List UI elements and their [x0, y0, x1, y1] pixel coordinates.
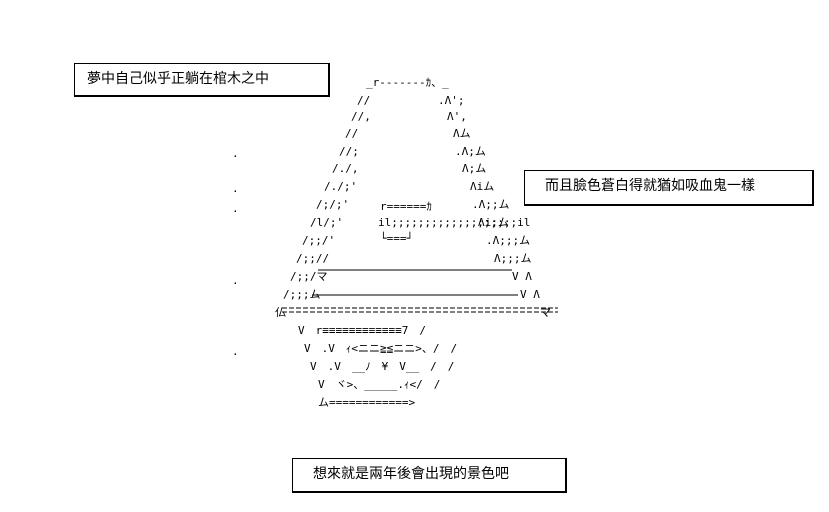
art-left-dot-1: . [232, 182, 239, 195]
art-left-edge: // //, // //; /./, /./;' /;/;' /l/;' /;;/' /;;// /… [275, 94, 371, 319]
art-right-edge-line-12: マ [540, 306, 551, 319]
caption-top-left: 夢中自己似乎正躺在棺木之中 [74, 63, 330, 97]
art-left-edge-line-4: /./, [332, 162, 359, 175]
art-base-row-2: V .V __ﾉ ¥ V__ / / [310, 360, 454, 373]
art-right-edge-line-0: .Λ'; [438, 94, 465, 107]
art-left-dot-2: . [232, 202, 239, 215]
art-right-edge-line-9: Λ;;;ム [494, 252, 532, 265]
art-plate-bot: └===┘ [380, 231, 413, 245]
art-left-dot-4: . [232, 345, 239, 358]
art-plate-mid: il;;;;;;;;;;;;;;;;;;;il [378, 216, 530, 229]
art-left-edge-line-9: /;;// [296, 252, 329, 265]
art-right-edge-line-11: V Λ [520, 288, 540, 301]
caption-right: 而且臉色蒼白得就猶如吸血鬼一樣 [524, 170, 814, 206]
art-right-edge-line-4: Λ;ム [462, 162, 486, 175]
art-left-edge-line-6: /;/;' [316, 198, 349, 211]
art-right-edge-line-7: Λi;ム [478, 216, 509, 229]
art-left-edge-line-12: 仏 [275, 306, 286, 319]
art-right-edge-line-5: Λiム [470, 180, 494, 193]
art-left-dot-0: . [232, 147, 239, 160]
art-left-dot-3: . [232, 274, 239, 287]
art-base-rows: V r≡≡≡≡≡≡≡≡≡≡≡≡7 / V .V ｨ<ニニ≧≦ニニ>、/ / V .V… [298, 324, 457, 409]
art-left-edge-line-8: /;;/' [302, 234, 335, 247]
art-plate-top: r======ｶ [380, 200, 432, 213]
art-left-edge-line-10: /;;/マ [290, 270, 328, 283]
art-top-mark: _r-------ｶ、_ [366, 76, 449, 89]
art-base-row-1: V .V ｨ<ニニ≧≦ニニ>、/ / [304, 342, 457, 355]
art-right-edge-line-2: Λム [453, 127, 471, 140]
caption-right-text: 而且臉色蒼白得就猶如吸血鬼一樣 [545, 178, 755, 194]
caption-top-left-text: 夢中自己似乎正躺在棺木之中 [87, 71, 269, 87]
art-left-edge-line-3: //; [339, 145, 359, 158]
art-right-edge-line-8: .Λ;;;ム [486, 234, 530, 247]
art-left-dots: ..... [232, 147, 239, 358]
art-base-row-0: V r≡≡≡≡≡≡≡≡≡≡≡≡7 / [298, 324, 426, 337]
art-right-edge: .Λ'; Λ', Λム .Λ;ム Λ;ム Λiム .Λ;;ム Λi;ム .Λ;;;ム Λ;;;ム V… [438, 94, 551, 319]
art-base-row-4: ム============> [318, 396, 415, 409]
art-right-edge-line-6: .Λ;;ム [472, 198, 510, 211]
art-base-row-3: V ヾ>、_____.ｨ</ / [318, 378, 440, 391]
art-left-edge-line-7: /l/;' [310, 216, 343, 229]
art-left-edge-line-0: // [357, 94, 370, 107]
art-left-edge-line-1: //, [351, 110, 371, 123]
art-right-edge-line-1: Λ', [447, 110, 467, 123]
art-right-edge-line-10: V Λ [512, 270, 532, 283]
art-left-edge-line-2: // [345, 127, 358, 140]
caption-bottom: 想來就是兩年後會出現的景色吧 [292, 458, 567, 493]
art-left-edge-line-5: /./;' [324, 180, 357, 193]
art-right-edge-line-3: .Λ;ム [455, 145, 486, 158]
art-left-edge-line-11: /;;;ム [283, 288, 321, 301]
caption-bottom-text: 想來就是兩年後會出現的景色吧 [313, 466, 509, 482]
